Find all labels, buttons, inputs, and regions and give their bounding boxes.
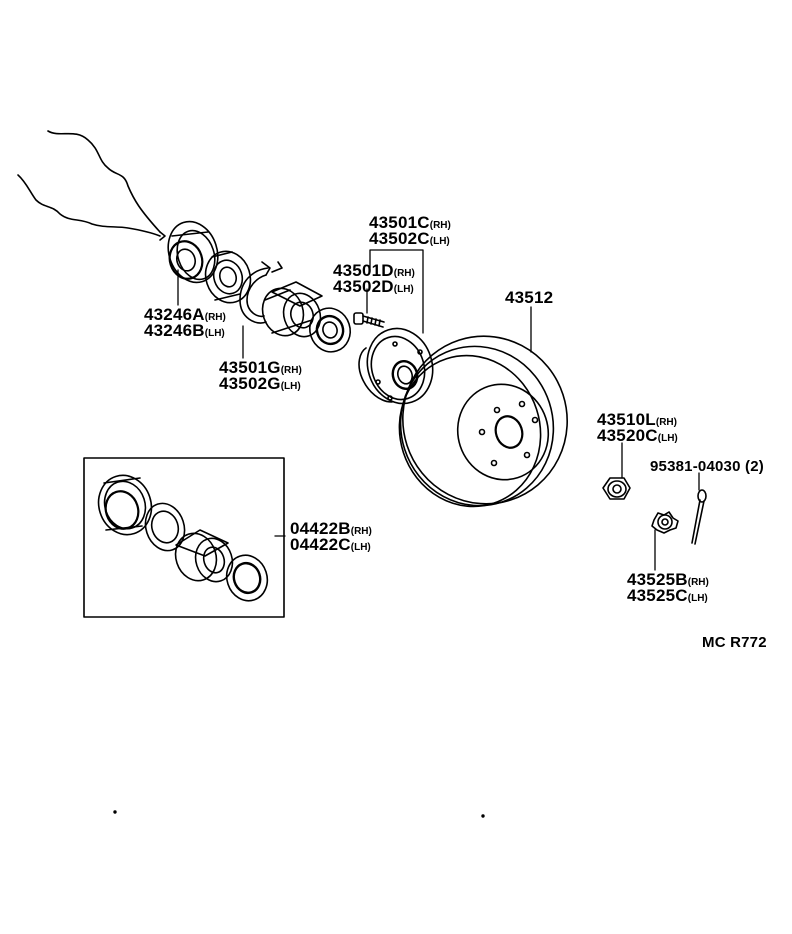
label-04422B[interactable]: 04422B(RH) [290, 520, 372, 540]
label-43525B[interactable]: 43525B(RH) [627, 571, 709, 591]
disc-rotor-part [398, 335, 568, 508]
label-43512[interactable]: 43512 [505, 289, 553, 306]
part-code: 43501C [369, 213, 430, 232]
side-suffix: (RH) [655, 417, 677, 428]
side-suffix: (RH) [280, 365, 302, 376]
label-43510L[interactable]: 43510L(RH) [597, 411, 677, 431]
part-code: 43525C [627, 586, 688, 605]
side-suffix: (LH) [657, 433, 678, 444]
part-code: 04422B [290, 519, 351, 538]
part-code: 43502C [369, 229, 430, 248]
part-code: 43525B [627, 570, 688, 589]
part-code: 43246A [144, 305, 205, 324]
label-04422C[interactable]: 04422C(LH) [290, 536, 371, 556]
side-suffix: (RH) [429, 220, 451, 231]
side-suffix: (LH) [393, 284, 414, 295]
bearing-kit-inset [83, 457, 285, 618]
side-suffix: (LH) [429, 236, 450, 247]
label-43246B[interactable]: 43246B(LH) [144, 322, 225, 342]
hub-bolt-part [353, 312, 385, 328]
side-suffix: (RH) [687, 577, 709, 588]
dust-deflector-part [167, 220, 219, 284]
part-code: 43501D [333, 261, 394, 280]
side-suffix: (LH) [204, 328, 225, 339]
side-suffix: (RH) [350, 526, 372, 537]
label-43501C[interactable]: 43501C(RH) [369, 214, 451, 234]
side-suffix: (RH) [204, 312, 226, 323]
part-code: 43501G [219, 358, 281, 377]
side-suffix: (LH) [687, 593, 708, 604]
part-code: 43502G [219, 374, 281, 393]
part-code: 43520C [597, 426, 658, 445]
side-suffix: (LH) [350, 542, 371, 553]
part-code: 43502D [333, 277, 394, 296]
lock-cap-part [651, 511, 679, 534]
label-43502C[interactable]: 43502C(LH) [369, 230, 450, 250]
label-43502G[interactable]: 43502G(LH) [219, 375, 301, 395]
part-code: 95381-04030 [650, 458, 741, 475]
side-suffix: (LH) [280, 381, 301, 392]
label-43525C[interactable]: 43525C(LH) [627, 587, 708, 607]
oil-seal-part [309, 307, 351, 353]
hub-nut-part [602, 477, 631, 500]
part-code: 43510L [597, 410, 656, 429]
quantity: (2) [745, 458, 764, 475]
diagram-reference: MC R772 [702, 634, 767, 651]
label-95381-04030[interactable]: 95381-04030 (2) [650, 458, 764, 475]
label-43502D[interactable]: 43502D(LH) [333, 278, 414, 298]
snap-ring-part [239, 261, 283, 324]
steering-knuckle-outline [17, 130, 166, 241]
label-43520C[interactable]: 43520C(LH) [597, 427, 678, 447]
cotter-pin-part [691, 489, 707, 545]
hub-bearing-part [261, 281, 323, 338]
label-43246A[interactable]: 43246A(RH) [144, 306, 226, 326]
bearing-race-part [204, 250, 252, 304]
label-43501D[interactable]: 43501D(RH) [333, 262, 415, 282]
part-code: 43246B [144, 321, 205, 340]
part-code: 04422C [290, 535, 351, 554]
leader-lines [177, 249, 700, 571]
part-code: 43512 [505, 288, 554, 307]
speck [113, 810, 117, 814]
label-43501G[interactable]: 43501G(RH) [219, 359, 302, 379]
side-suffix: (RH) [393, 268, 415, 279]
speck [481, 814, 485, 818]
